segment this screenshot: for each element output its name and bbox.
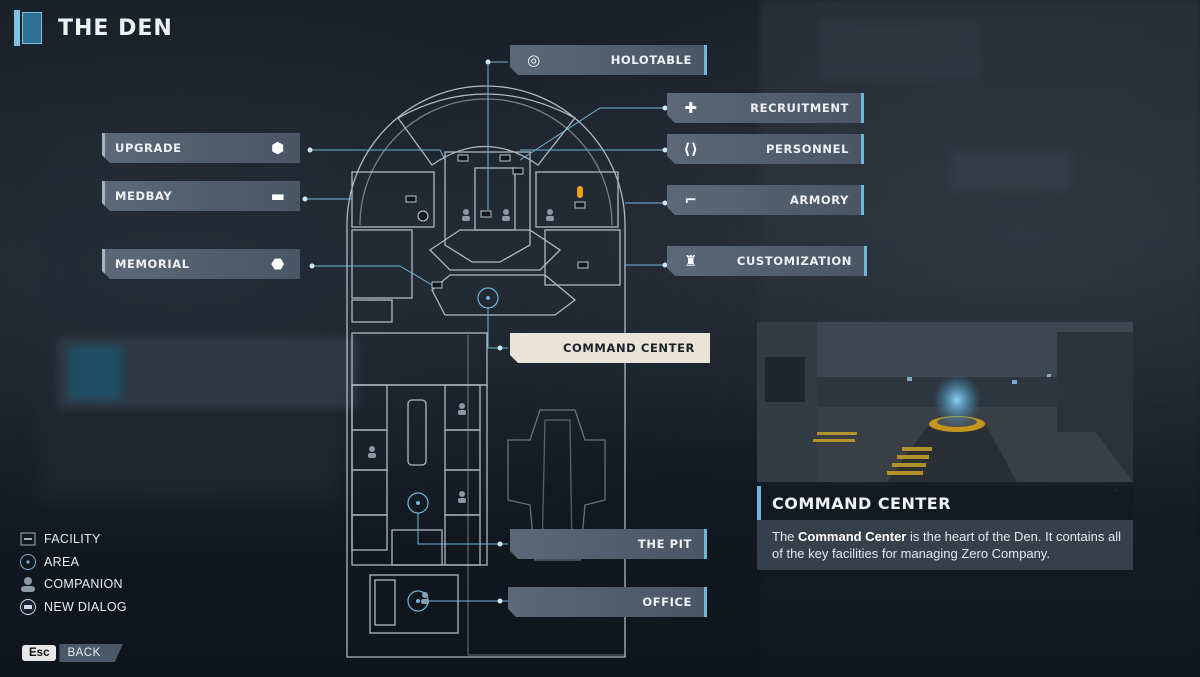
background-shape (950, 150, 1070, 190)
back-label: BACK (59, 644, 122, 662)
customization-icon: ♜ (683, 252, 699, 270)
area-command-center[interactable]: COMMAND CENTER (510, 333, 710, 363)
facility-holotable[interactable]: ◎ HOLOTABLE (510, 45, 707, 75)
header: THE DEN (14, 10, 173, 46)
facility-memorial[interactable]: MEMORIAL ⬣ (102, 249, 300, 279)
area-office[interactable]: OFFICE (508, 587, 707, 617)
companion-icon (19, 575, 37, 593)
medbay-icon: ▬ (270, 187, 286, 205)
armory-icon: ⌐ (684, 191, 698, 209)
background-card (58, 338, 358, 408)
info-title: COMMAND CENTER (757, 486, 1133, 520)
area-icon (19, 553, 37, 571)
facility-icon (19, 530, 37, 548)
upgrade-icon: ⬢ (271, 139, 285, 157)
facility-armory[interactable]: ⌐ ARMORY (667, 185, 864, 215)
back-button[interactable]: Esc BACK (22, 644, 123, 662)
command-center-preview-image (757, 322, 1133, 482)
background-shape (820, 20, 980, 80)
facility-medbay[interactable]: MEDBAY ▬ (102, 181, 300, 211)
facility-upgrade[interactable]: UPGRADE ⬢ (102, 133, 300, 163)
memorial-icon: ⬣ (271, 255, 285, 273)
esc-key: Esc (22, 645, 57, 661)
den-logo-icon (14, 10, 44, 46)
facility-customization[interactable]: ♜ CUSTOMIZATION (667, 246, 867, 276)
personnel-icon: ⟨⟩ (683, 140, 699, 158)
area-the-pit[interactable]: THE PIT (510, 529, 707, 559)
legend-new-dialog: NEW DIALOG (19, 596, 127, 619)
legend-facility: FACILITY (19, 528, 127, 551)
holotable-icon: ◎ (527, 51, 541, 69)
map-legend: FACILITY AREA COMPANION NEW DIALOG (19, 528, 127, 618)
page-title: THE DEN (58, 15, 173, 41)
facility-recruitment[interactable]: ✚ RECRUITMENT (667, 93, 864, 123)
recruitment-icon: ✚ (684, 99, 698, 117)
facility-personnel[interactable]: ⟨⟩ PERSONNEL (667, 134, 864, 164)
legend-companion: COMPANION (19, 573, 127, 596)
legend-area: AREA (19, 551, 127, 574)
info-description: The Command Center is the heart of the D… (757, 520, 1133, 570)
new-dialog-icon (19, 598, 37, 616)
alert-marker (577, 186, 583, 198)
